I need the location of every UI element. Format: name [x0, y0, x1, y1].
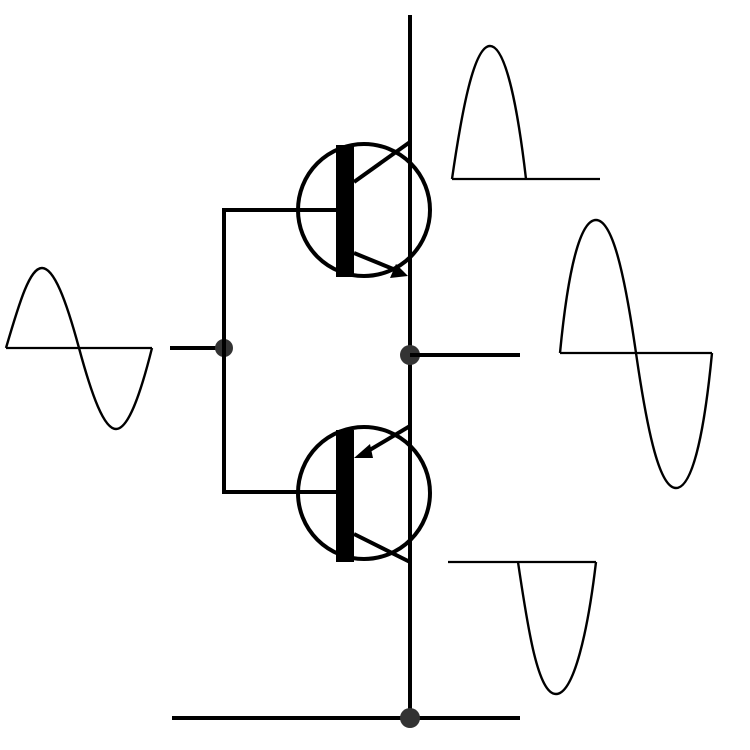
npn-base-bar — [336, 145, 354, 277]
npn-transistor-body — [296, 142, 432, 278]
npn-collector-lead — [352, 140, 412, 184]
lower-base-wire — [222, 348, 336, 494]
ground-junction-dot — [400, 708, 420, 728]
output-sine-wave — [558, 218, 714, 490]
output-waveform — [558, 218, 714, 490]
npn-transistor — [296, 140, 432, 278]
pnp-transistor — [296, 424, 432, 564]
pnp-transistor-body — [296, 425, 432, 561]
input-waveform — [4, 266, 154, 431]
upper-half-waveform — [450, 44, 600, 181]
npn-emitter-arrow — [390, 264, 408, 278]
positive-half-wave — [450, 44, 528, 180]
npn-emitter-lead — [353, 251, 399, 273]
pnp-emitter-arrow — [354, 444, 373, 458]
pnp-base-bar — [336, 430, 354, 562]
negative-half-wave — [516, 561, 598, 696]
upper-base-wire — [222, 208, 336, 348]
lower-half-waveform — [448, 560, 598, 696]
pnp-collector-lead — [353, 532, 411, 564]
input-sine-wave — [4, 266, 154, 431]
